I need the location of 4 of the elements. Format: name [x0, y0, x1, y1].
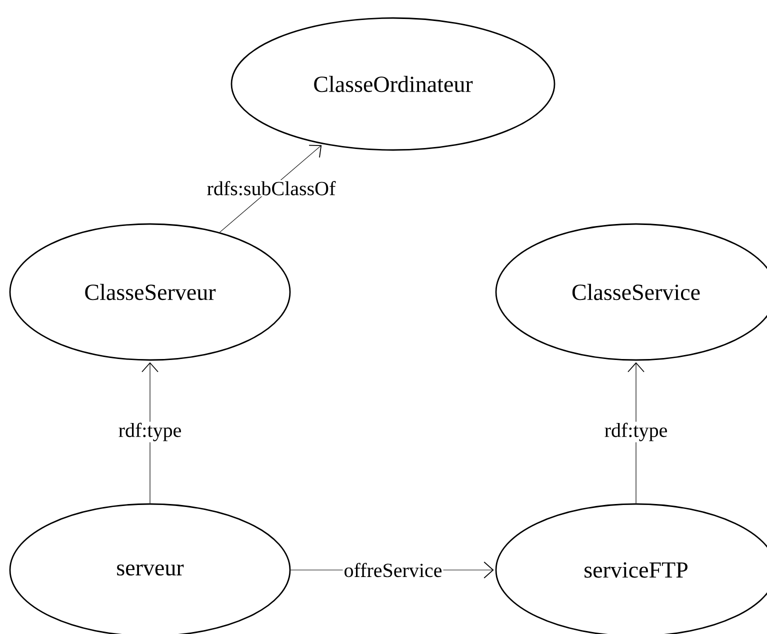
edge-label: rdf:type [603, 422, 669, 442]
edge-label: rdfs:subClassOf [206, 180, 337, 196]
edge-label: offreService [342, 562, 444, 578]
edge-label: rdf:type [117, 422, 183, 442]
